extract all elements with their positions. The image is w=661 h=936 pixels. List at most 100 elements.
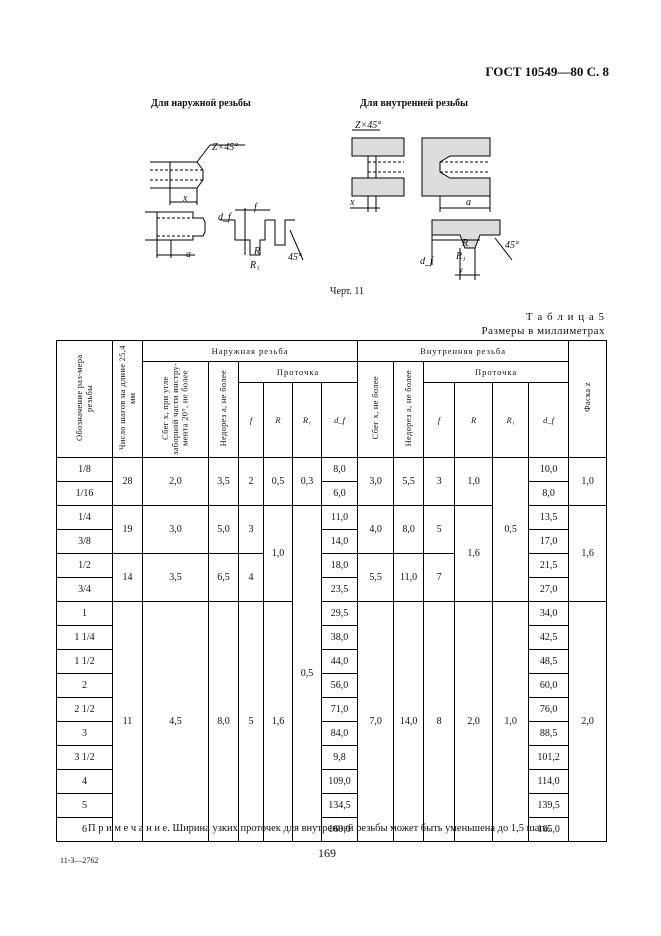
cell-outer-df: 56,0 [320,673,359,698]
cell-inner-f: 5 [423,505,456,554]
row-designation: 3 1/2 [56,745,113,770]
header-outer-df: d_f [320,382,359,458]
inner-thread-drawing [350,129,513,280]
outer-R-label: R [254,246,261,257]
row-designation: 3/8 [56,529,113,554]
cell-outer-undercut: 8,0 [208,601,239,842]
cell-inner-df: 34,0 [528,601,570,626]
cell-inner-undercut: 11,0 [393,553,425,602]
cell-outer-df: 44,0 [320,649,359,674]
cell-chamfer: 1,6 [568,505,608,602]
cell-inner-df: 76,0 [528,697,570,722]
inner-R1-label: R₁ [456,251,466,262]
cell-outer-df: 160,0 [320,817,359,842]
cell-threads: 19 [112,505,143,554]
cell-inner-R1: 0,5 [492,457,530,602]
row-designation: 4 [56,769,113,794]
header-threads: Число шагов на длине 25,4 мм [112,340,143,458]
inner-chamfer-label: Z×45° [355,120,382,131]
header-inner-groove: Проточка [423,361,570,383]
row-designation: 1 1/2 [56,649,113,674]
cell-inner-df: 27,0 [528,577,570,602]
cell-inner-f: 8 [423,601,456,842]
figure-caption: Черт. 11 [330,286,365,297]
header-designation: Обозначение раз-мера резьбы [56,340,113,458]
header-outer-runout: Сбег x, при угле заборной части инстру-м… [142,361,209,458]
cell-outer-f: 3 [238,505,264,554]
cell-inner-df: 165,0 [528,817,570,842]
cell-chamfer: 2,0 [568,601,608,842]
cell-outer-undercut: 3,5 [208,457,239,506]
cell-outer-df: 11,0 [320,505,359,530]
cell-outer-df: 6,0 [320,481,359,506]
cell-outer-df: 71,0 [320,697,359,722]
cell-inner-undercut: 8,0 [393,505,425,554]
header-inner-R: R [454,382,494,458]
cell-threads: 11 [112,601,143,842]
cell-inner-df: 88,5 [528,721,570,746]
row-designation: 1 [56,601,113,626]
header-inner-f: f [423,382,456,458]
table-title: Т а б л и ц а 5 [525,311,605,323]
cell-inner-undercut: 14,0 [393,601,425,842]
cell-inner-undercut: 5,5 [393,457,425,506]
row-designation: 1/2 [56,553,113,578]
cell-outer-undercut: 5,0 [208,505,239,554]
cell-inner-df: 101,2 [528,745,570,770]
cell-inner-f: 7 [423,553,456,602]
header-inner-runout: Сбег x, не более [357,361,395,458]
row-designation: 5 [56,793,113,818]
page-number: 169 [318,846,336,860]
cell-outer-df: 14,0 [320,529,359,554]
cell-inner-df: 21,5 [528,553,570,578]
outer-R1-label: R₁ [250,260,260,271]
header-outer-f: f [238,382,264,458]
inner-angle-label: 45° [505,240,519,251]
outer-f-label: f [254,202,257,213]
cell-outer-f: 4 [238,553,264,602]
cell-outer-df: 9,8 [320,745,359,770]
cell-inner-df: 17,0 [528,529,570,554]
header-inner-group: Внутренняя резьба [357,340,570,362]
header-outer-undercut: Недорез a, не более [208,361,239,458]
cell-outer-runout: 2,0 [142,457,209,506]
header-chamfer: Фаска z [568,340,608,458]
cell-threads: 14 [112,553,143,602]
cell-outer-df: 23,5 [320,577,359,602]
document-header: ГОСТ 10549—80 С. 8 [485,64,609,79]
outer-a-label: a [186,249,191,260]
row-designation: 1/8 [56,457,113,482]
cell-outer-runout: 3,0 [142,505,209,554]
cell-inner-df: 42,5 [528,625,570,650]
cell-inner-df: 139,5 [528,793,570,818]
cell-inner-df: 48,5 [528,649,570,674]
table-units: Размеры в миллиметрах [481,325,605,337]
table-note: П р и м е ч а н и е. Ширина узких проточ… [88,823,551,834]
row-designation: 6 [56,817,113,842]
row-designation: 1 1/4 [56,625,113,650]
cell-inner-R: 1,0 [454,457,494,506]
cell-outer-df: 84,0 [320,721,359,746]
cell-inner-df: 8,0 [528,481,570,506]
cell-chamfer: 1,0 [568,457,608,506]
cell-outer-df: 29,5 [320,601,359,626]
cell-outer-undercut: 6,5 [208,553,239,602]
cell-outer-df: 109,0 [320,769,359,794]
cell-outer-R1: 0,3 [292,457,322,506]
cell-inner-df: 13,5 [528,505,570,530]
row-designation: 1/16 [56,481,113,506]
cell-outer-runout: 3,5 [142,553,209,602]
inner-R-label: R [462,238,469,249]
inner-f-label: f [459,268,462,279]
header-outer-R1: R₁ [292,382,322,458]
cell-threads: 28 [112,457,143,506]
cell-inner-runout: 4,0 [357,505,395,554]
header-inner-df: d_f [528,382,570,458]
header-inner-undercut: Недорез a, не более [393,361,425,458]
cell-inner-runout: 7,0 [357,601,395,842]
cell-outer-df: 18,0 [320,553,359,578]
outer-angle-label: 45° [288,252,302,263]
row-designation: 3/4 [56,577,113,602]
inner-a-label: a [466,197,471,208]
cell-outer-f: 2 [238,457,264,506]
